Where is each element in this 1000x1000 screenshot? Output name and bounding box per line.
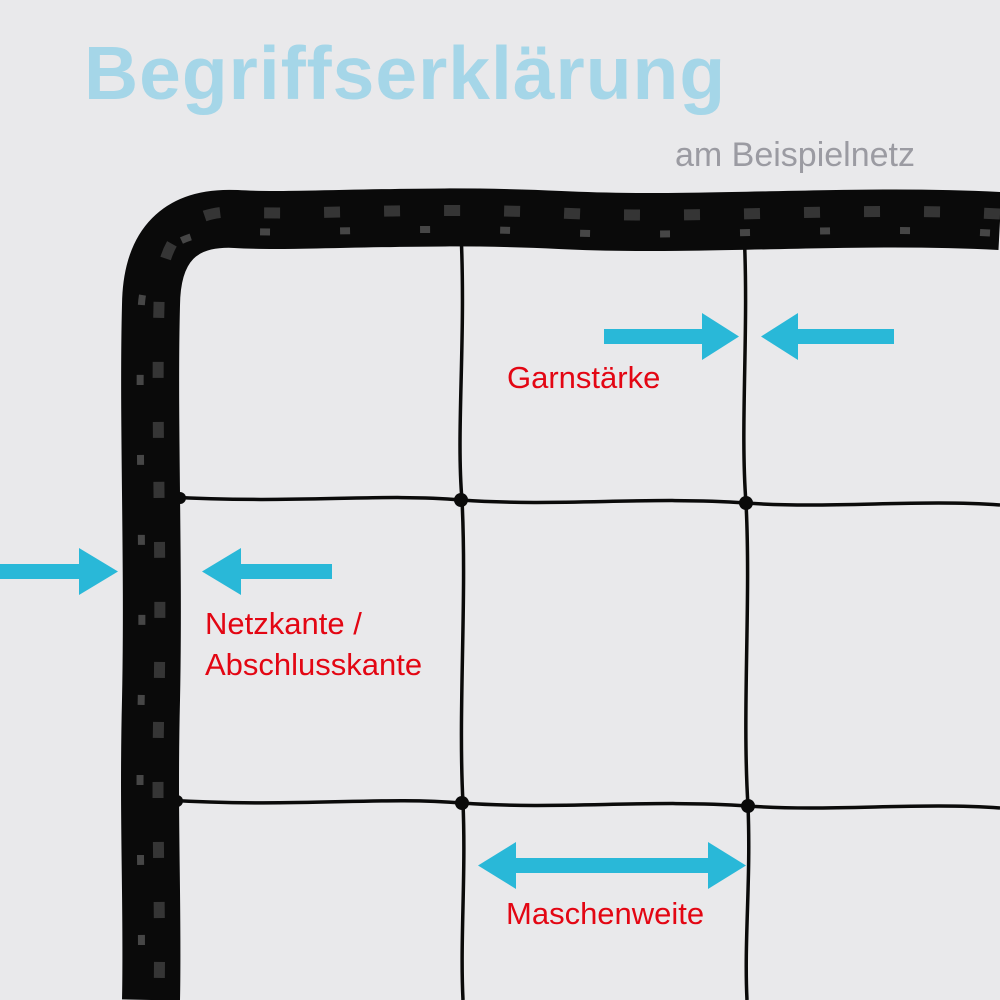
arrow-left-icon <box>202 548 332 595</box>
arrow-double-horizontal-icon <box>478 842 746 889</box>
rope-braid-texture <box>136 225 991 1000</box>
netzkante-arrows <box>0 548 332 595</box>
mesh-knot <box>741 799 755 813</box>
garnstaerke-label: Garnstärke <box>507 360 661 395</box>
maschenweite-label: Maschenweite <box>506 896 705 931</box>
mesh-line-horizontal-1 <box>167 495 1000 507</box>
netzkante-label-line1: Netzkante / <box>205 606 362 641</box>
page-title: Begriffserklärung <box>84 31 727 115</box>
net-rope-border <box>121 188 1000 1000</box>
mesh-knot <box>739 496 753 510</box>
rope-path <box>121 188 1000 1000</box>
arrow-right-icon <box>0 548 118 595</box>
mesh-line-vertical-1 <box>458 231 466 1000</box>
arrow-right-icon <box>604 313 739 360</box>
garnstaerke-arrows <box>604 313 894 360</box>
mesh-line-horizontal-2 <box>164 798 1000 810</box>
net-mesh <box>164 229 1000 1000</box>
netzkante-label-line2: Abschlusskante <box>205 646 423 682</box>
arrow-left-icon <box>761 313 894 360</box>
mesh-knot <box>454 493 468 507</box>
mesh-line-vertical-2 <box>742 229 751 1000</box>
page-subtitle: am Beispielnetz <box>674 136 915 174</box>
mesh-knot <box>455 796 469 810</box>
maschenweite-arrow <box>478 842 746 889</box>
netzkante-label: Netzkante / Abschlusskante <box>205 604 422 686</box>
